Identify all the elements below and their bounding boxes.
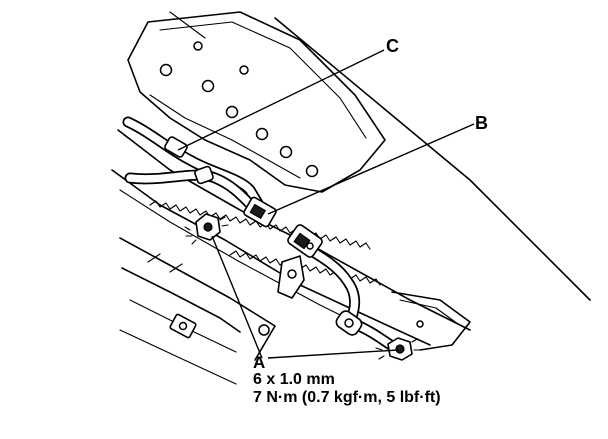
upper-panel — [127, 11, 386, 193]
panel-hole — [159, 63, 173, 77]
panel-hole — [193, 41, 203, 51]
panel-hole — [225, 105, 239, 119]
end-bracket — [391, 291, 471, 351]
panel-hole — [255, 127, 269, 141]
bolt-a-right — [375, 337, 421, 361]
panel-hole — [279, 145, 293, 159]
callout-a-label: A — [253, 353, 266, 372]
lower-floor-panel — [119, 237, 276, 385]
connector-b — [243, 196, 323, 258]
panel-hole — [305, 164, 319, 178]
leader-lines — [177, 49, 475, 359]
harness-bracket — [277, 255, 305, 299]
panel-hole — [239, 65, 249, 75]
bolt-a-left — [184, 213, 229, 245]
harness-clamp — [335, 310, 363, 336]
callout-c-label: C — [386, 36, 399, 56]
torque-spec: 7 N·m (0.7 kgf·m, 5 lbf·ft) — [253, 389, 441, 406]
wire-harness — [122, 116, 404, 356]
callout-b-label: B — [475, 113, 488, 133]
connector-c — [164, 136, 214, 185]
bolt-size-spec: 6 x 1.0 mm — [253, 371, 335, 388]
panel-hole — [201, 79, 215, 93]
